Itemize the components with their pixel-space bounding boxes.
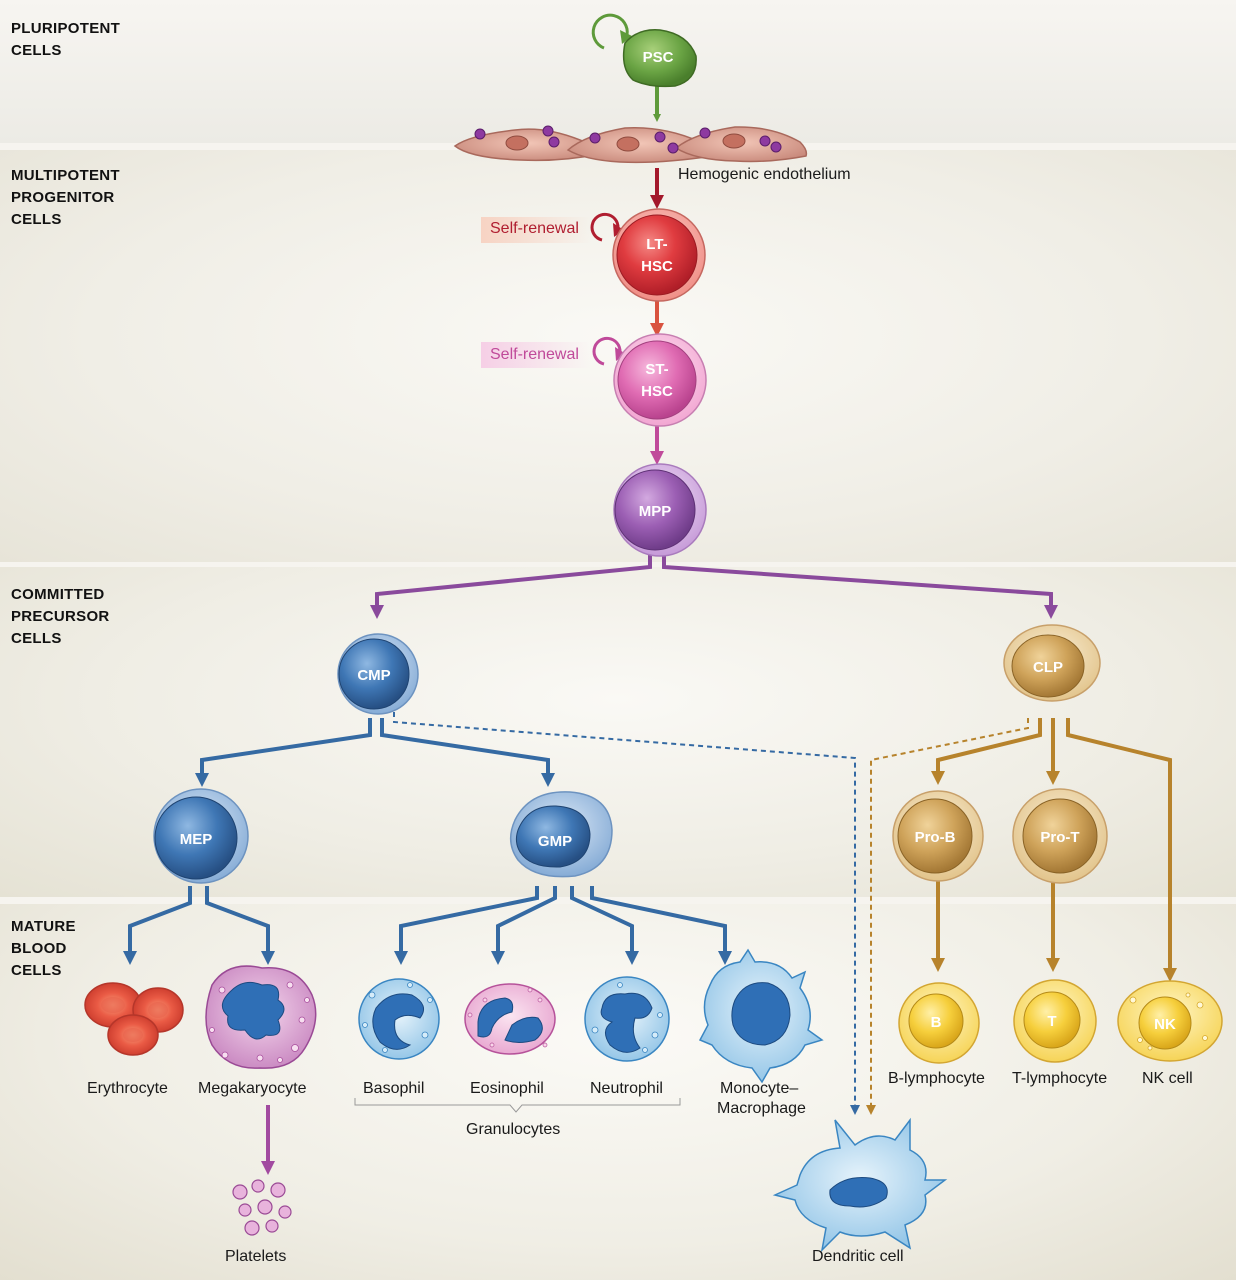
mpp-cell: MPP (613, 463, 707, 557)
arrow-mpp-to-clp (662, 552, 1058, 619)
psc-self-renewal-arrow (591, 13, 629, 50)
nk-label: NK (1154, 1016, 1176, 1033)
mep-label: MEP (180, 831, 213, 848)
erythrocyte-label: Erythrocyte (87, 1080, 168, 1097)
arrow-clp-to-dendritic (866, 718, 1029, 1115)
arrow-gmp-to-basophil (394, 886, 539, 965)
platelets-cells (232, 1179, 292, 1236)
pluripotent-band (0, 0, 1236, 143)
neutrophil-label: Neutrophil (590, 1080, 663, 1097)
monocyte-label-2: Macrophage (717, 1100, 806, 1117)
nk-cell-label: NK cell (1142, 1070, 1193, 1087)
self-renewal-label-2: Self-renewal (490, 346, 579, 363)
nk-cell: NK (1117, 980, 1223, 1062)
granulocytes-bracket (354, 1098, 681, 1113)
erythrocyte-cells (84, 982, 184, 1056)
cmp-cell: CMP (337, 633, 419, 715)
gmp-label: GMP (538, 833, 572, 850)
eosinophil-cell (464, 983, 556, 1055)
stage-label-mature: MATURE BLOOD CELLS (11, 918, 76, 979)
st-hsc-label-1: ST- (645, 361, 668, 378)
arrow-mep-to-erythrocyte (123, 886, 192, 965)
platelets-label: Platelets (225, 1248, 287, 1265)
arrow-cmp-to-gmp (380, 718, 555, 787)
st-hsc-label-2: HSC (641, 383, 673, 400)
t-label: T (1047, 1013, 1056, 1030)
dendritic-cell-label: Dendritic cell (812, 1248, 904, 1265)
eosinophil-label: Eosinophil (470, 1080, 544, 1097)
stage-label-committed: COMMITTED PRECURSOR CELLS (11, 586, 110, 647)
mpp-label: MPP (639, 503, 672, 520)
arrow-mpp-to-cmp (370, 552, 652, 619)
lt-hsc-label-2: HSC (641, 258, 673, 275)
mep-cell: MEP (153, 788, 249, 884)
self-renewal-1-highlight (481, 217, 591, 243)
psc-label: PSC (643, 49, 674, 66)
sthsc-self-renewal-arrow (592, 336, 622, 366)
arrow-gmp-to-neutrophil (570, 886, 639, 965)
gmp-cell: GMP (509, 791, 613, 878)
lthsc-self-renewal-arrow (590, 212, 620, 242)
lt-hsc-label-1: LT- (646, 236, 667, 253)
basophil-cell (358, 978, 440, 1060)
monocyte-label-1: Monocyte– (720, 1080, 799, 1097)
pro-b-label: Pro-B (915, 829, 956, 846)
pro-t-cell: Pro-T (1012, 788, 1108, 884)
psc-cell: PSC (622, 29, 697, 88)
cmp-label: CMP (357, 667, 390, 684)
arrow-mep-to-megakaryocyte (205, 886, 275, 965)
neutrophil-cell (584, 976, 670, 1062)
b-lymphocyte-label: B-lymphocyte (888, 1070, 985, 1087)
lt-hsc-cell: LT- HSC (612, 208, 706, 302)
t-lymphocyte-label: T-lymphocyte (1012, 1070, 1108, 1087)
stage-label-pluripotent: PLURIPOTENT CELLS (11, 20, 121, 59)
basophil-label: Basophil (363, 1080, 425, 1097)
megakaryocyte-cell (205, 965, 317, 1069)
mature-band (0, 904, 1236, 1280)
arrow-gmp-to-monocyte (590, 886, 732, 965)
arrow-clp-to-prob (931, 718, 1042, 785)
clp-cell: CLP (1003, 624, 1101, 702)
b-label: B (931, 1014, 942, 1031)
clp-label: CLP (1033, 659, 1063, 676)
arrow-cmp-to-dendritic (393, 712, 860, 1115)
self-renewal-label-1: Self-renewal (490, 220, 579, 237)
arrow-gmp-to-eosinophil (491, 886, 557, 965)
pro-t-label: Pro-T (1040, 829, 1079, 846)
arrow-clp-to-nk (1066, 718, 1177, 982)
t-lymphocyte-cell: T (1013, 979, 1097, 1063)
st-hsc-cell: ST- HSC (613, 333, 707, 427)
arrow-cmp-to-mep (195, 718, 372, 787)
megakaryocyte-label: Megakaryocyte (198, 1080, 307, 1097)
self-renewal-2-highlight (481, 342, 591, 368)
dendritic-cell (772, 1117, 948, 1253)
hemogenic-endothelium-cells (453, 125, 808, 164)
monocyte-macrophage-cell (698, 948, 824, 1084)
pro-b-cell: Pro-B (892, 790, 984, 882)
connectors (123, 86, 1177, 1175)
stage-label-multipotent: MULTIPOTENT PROGENITOR CELLS (11, 167, 120, 228)
b-lymphocyte-cell: B (898, 982, 980, 1064)
granulocytes-label: Granulocytes (466, 1121, 561, 1138)
hemogenic-endothelium-label: Hemogenic endothelium (678, 166, 851, 183)
